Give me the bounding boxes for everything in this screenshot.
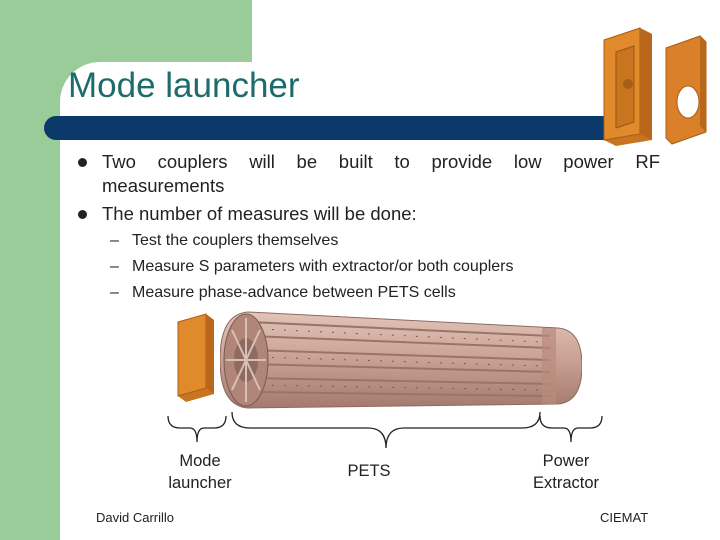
bullet-list: Two couplers will be built to provide lo…: [78, 150, 660, 226]
dash-icon: –: [110, 232, 119, 249]
bullet-text-line1: Two couplers will be built to provide lo…: [102, 151, 660, 172]
footer-author: David Carrillo: [96, 510, 175, 525]
footer-org: CIEMAT: [600, 510, 649, 525]
dash-icon: –: [110, 258, 119, 275]
slide-title: Mode launcher: [68, 66, 300, 105]
brace-pets: [231, 411, 541, 449]
sub-bullet-text: Test the couplers themselves: [132, 232, 339, 249]
sub-bullet-text: Measure S parameters with extractor/or b…: [132, 258, 514, 275]
bullet-dot-icon: [78, 158, 87, 167]
bullet-text: The number of measures will be done:: [102, 203, 417, 224]
pets-label: PETS: [347, 462, 391, 480]
sub-bullet-text: Measure phase-advance between PETS cells: [132, 284, 456, 301]
bullet-text-line2: measurements: [102, 175, 225, 196]
label-line: Mode: [179, 452, 221, 470]
brace-mode-launcher: [167, 415, 227, 443]
pets-structure-render: [220, 311, 582, 409]
label-line: Extractor: [532, 474, 600, 492]
power-extractor-label: Power Extractor: [520, 450, 612, 494]
coupler-3d-render: [603, 27, 707, 146]
title-underline-bar: [44, 116, 604, 140]
label-line: launcher: [168, 474, 232, 492]
bullet-item: The number of measures will be done:: [78, 202, 660, 226]
mode-launcher-label: Mode launcher: [155, 450, 245, 494]
brace-power-extractor: [539, 415, 603, 443]
mode-launcher-render: [177, 313, 214, 402]
label-line: Power: [542, 452, 590, 470]
bullet-dot-icon: [78, 210, 87, 219]
bullet-item: Two couplers will be built to provide lo…: [78, 150, 660, 198]
dash-icon: –: [110, 284, 119, 301]
